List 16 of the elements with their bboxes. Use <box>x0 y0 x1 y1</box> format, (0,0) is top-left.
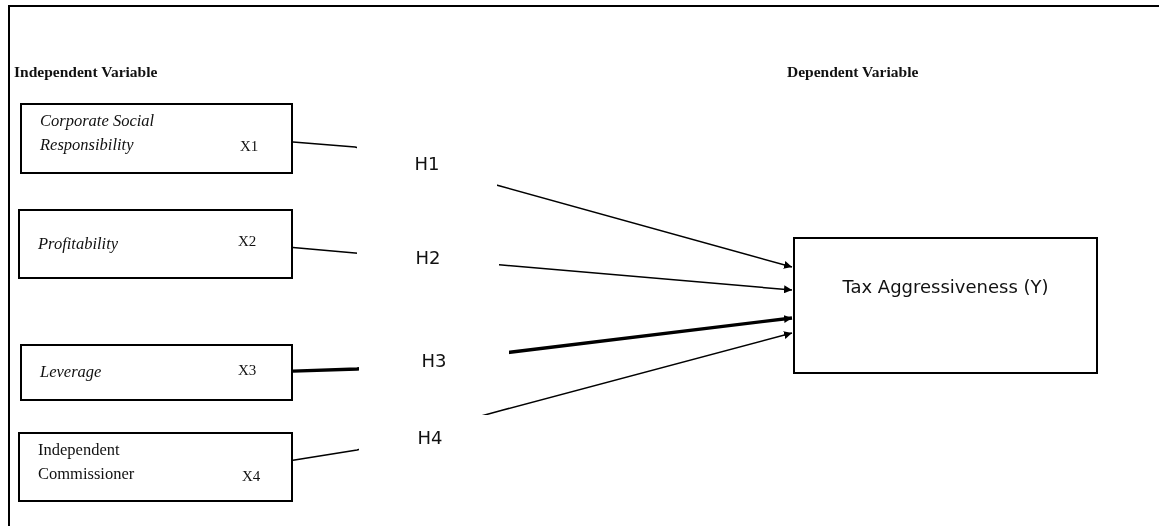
outcome-name: Tax Aggressiveness (Y) <box>841 276 1050 297</box>
variable-box <box>18 209 293 279</box>
column-heading: Independent Variable <box>14 63 158 81</box>
column-heading: Dependent Variable <box>787 63 919 81</box>
variable-box <box>18 432 293 502</box>
variable-box <box>20 103 293 174</box>
variable-code: X1 <box>240 138 259 155</box>
variable-name: Profitability <box>38 233 120 255</box>
variable-name: Leverage <box>40 361 103 383</box>
variable-name: Corporate Social Responsibility <box>40 110 156 156</box>
variable-code: X4 <box>242 468 261 485</box>
variable-name: Independent Commissioner <box>38 439 136 485</box>
variable-box <box>20 344 293 401</box>
variable-code: X3 <box>238 362 257 379</box>
outcome-box <box>793 237 1098 374</box>
variable-code: X2 <box>238 233 257 250</box>
